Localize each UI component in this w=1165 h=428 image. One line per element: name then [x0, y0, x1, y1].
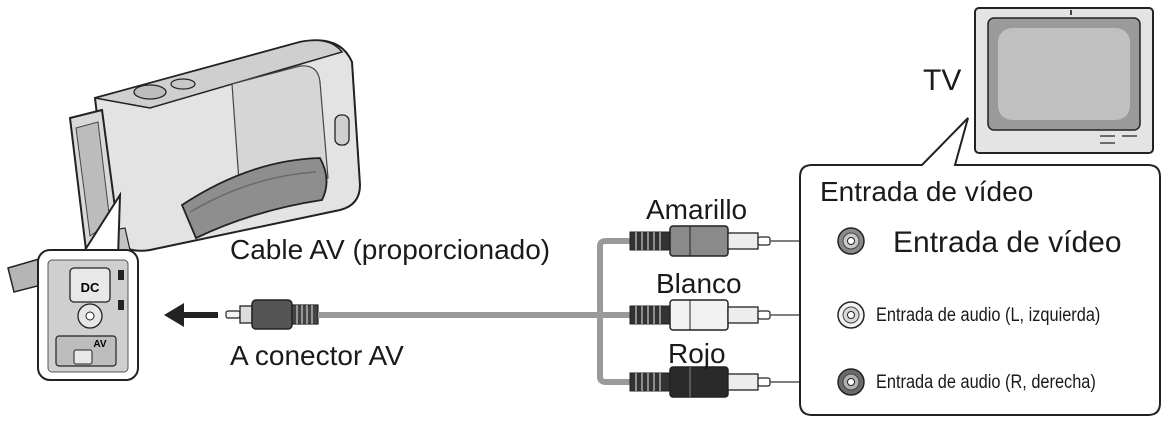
rca-plug-red: [629, 366, 771, 398]
audio-left-jack-icon: [837, 301, 865, 329]
audio-left-label: Entrada de audio (L, izquierda): [876, 305, 1101, 326]
av-cable-label: Cable AV (proporcionado): [230, 234, 551, 265]
port-zoom-callout: DC AV: [37, 191, 139, 381]
dc-port-label: DC: [81, 280, 100, 295]
av-connector-label: A conector AV: [230, 340, 404, 371]
video-input-label: Entrada de vídeo: [893, 226, 1122, 259]
tv-input-panel: [799, 117, 1161, 416]
tv-illustration: [974, 7, 1154, 154]
tv-label: TV: [923, 64, 962, 97]
av-port-label: AV: [93, 339, 106, 350]
mini-jack-plug: [225, 299, 319, 330]
audio-right-label: Entrada de audio (R, derecha): [876, 372, 1096, 393]
insert-arrow-icon: [164, 303, 218, 327]
av-cable: [225, 238, 630, 385]
audio-right-jack-icon: [837, 368, 865, 396]
input-group-title: Entrada de vídeo: [820, 176, 1034, 207]
rca-plug-white: [629, 299, 771, 331]
red-plug-label: Rojo: [668, 338, 726, 369]
white-plug-label: Blanco: [656, 268, 742, 299]
rca-plug-yellow: [629, 225, 771, 257]
video-input-jack-icon: [837, 227, 865, 255]
yellow-plug-label: Amarillo: [646, 194, 748, 225]
